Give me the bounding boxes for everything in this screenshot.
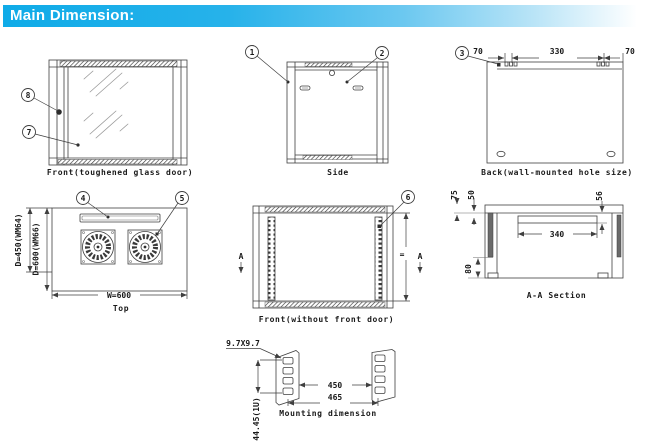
dim-50: 50 <box>467 190 476 200</box>
front-open-outline <box>252 205 394 309</box>
callout-4-label: 4 <box>81 194 86 203</box>
front-open-view: A A = 6 <box>238 190 423 309</box>
callout-3-label: 3 <box>460 49 465 58</box>
back-outline <box>486 61 624 164</box>
dim-outer-465: 465 <box>328 393 343 402</box>
callout-1-label: 1 <box>250 48 255 57</box>
callout-7-label: 7 <box>27 128 32 137</box>
back-dim-center: 330 <box>550 47 565 56</box>
top-dimensions: D=450(WM64) D=600(WM66) W=600 <box>14 207 188 300</box>
section-letter-right: A <box>418 252 423 261</box>
top-dim-depth450: D=450(WM64) <box>14 214 23 267</box>
section-rail-right <box>616 214 622 258</box>
side-slots <box>299 85 364 91</box>
door-lock <box>56 109 62 115</box>
section-cut-left: A <box>238 252 244 273</box>
dim-inner-450: 450 <box>328 381 343 390</box>
back-dim-right: 70 <box>625 47 635 56</box>
front-glass-outline <box>48 59 188 166</box>
section-dimensions: 75 50 56 340 80 <box>450 190 607 279</box>
fan-1 <box>80 229 116 265</box>
callout-5-label: 5 <box>180 194 185 203</box>
top-view: D=450(WM64) D=600(WM66) W=600 4 5 <box>14 191 189 300</box>
section-outline <box>484 204 624 279</box>
vent-strip-top <box>264 206 386 213</box>
mounting-dimensions: 9.7X9.7 450 465 44.45(1U) <box>226 339 379 441</box>
top-dim-width: W=600 <box>107 291 131 300</box>
height-equal-mark: = <box>400 250 405 259</box>
mounting-rail-right <box>374 216 383 301</box>
leader-dot <box>76 143 80 147</box>
height-dimension: = <box>393 212 410 302</box>
aa-section-view: 75 50 56 340 80 <box>450 190 624 279</box>
dim-unit-1u: 44.45(1U) <box>252 397 261 440</box>
back-dimensions: 70 330 70 <box>473 47 635 63</box>
callout-6-label: 6 <box>406 193 411 202</box>
callout-8: 8 <box>21 88 59 112</box>
vent-strip-bottom <box>264 301 386 308</box>
top-outline <box>51 207 188 292</box>
leader-dot <box>497 63 501 67</box>
mounting-rail-left <box>275 350 300 406</box>
wall-hole <box>496 150 506 158</box>
front-glass-caption: Front(toughened glass door) <box>46 168 194 177</box>
side-hole <box>329 69 336 76</box>
callout-5: 5 <box>156 191 189 235</box>
front-glass-view: 8 7 <box>21 59 188 166</box>
aa-section-caption: A-A Section <box>526 291 587 300</box>
callout-3: 3 <box>455 46 499 65</box>
back-view: 70 330 70 3 <box>455 46 635 164</box>
section-rail-left <box>487 212 494 258</box>
top-dim-depth600: D=600(WM66) <box>32 223 41 276</box>
callout-2-label: 2 <box>380 49 385 58</box>
leader-dot <box>377 224 381 228</box>
callout-8-label: 8 <box>26 91 31 100</box>
callout-7: 7 <box>22 125 79 146</box>
side-view: 1 2 <box>245 45 389 164</box>
page-title: Main Dimension: <box>3 5 650 27</box>
side-top-vent <box>304 62 353 67</box>
fan-2 <box>127 229 163 265</box>
front-open-caption: Front(without front door) <box>258 315 395 324</box>
dim-75: 75 <box>450 190 459 200</box>
callout-2: 2 <box>346 46 389 83</box>
dim-340: 340 <box>550 230 565 239</box>
top-caption: Top <box>112 304 130 313</box>
mounting-view: 9.7X9.7 450 465 44.45(1U) <box>226 339 396 441</box>
callout-6: 6 <box>379 190 415 227</box>
callout-4: 4 <box>76 191 109 218</box>
callout-1: 1 <box>245 45 289 83</box>
top-vent-strip <box>59 60 178 67</box>
dim-56: 56 <box>595 191 604 201</box>
back-caption: Back(wall-mounted hole size) <box>481 168 633 177</box>
glass-reflections <box>83 68 129 139</box>
cable-tray <box>517 215 598 224</box>
section-letter-left: A <box>239 252 244 261</box>
section-cut-right: A <box>417 252 423 273</box>
dim-hole-size: 9.7X9.7 <box>226 339 260 348</box>
mounting-rail-right <box>371 349 396 403</box>
side-bottom-vent <box>302 155 353 160</box>
mounting-caption: Mounting dimension <box>279 409 377 418</box>
cable-slot <box>79 213 161 223</box>
side-outline <box>286 61 389 164</box>
side-caption: Side <box>327 168 349 177</box>
bottom-vent-strip <box>57 159 178 165</box>
back-dim-left: 70 <box>473 47 483 56</box>
wall-hole <box>606 150 616 158</box>
dim-80: 80 <box>464 264 473 274</box>
mounting-rail-left <box>267 216 276 301</box>
